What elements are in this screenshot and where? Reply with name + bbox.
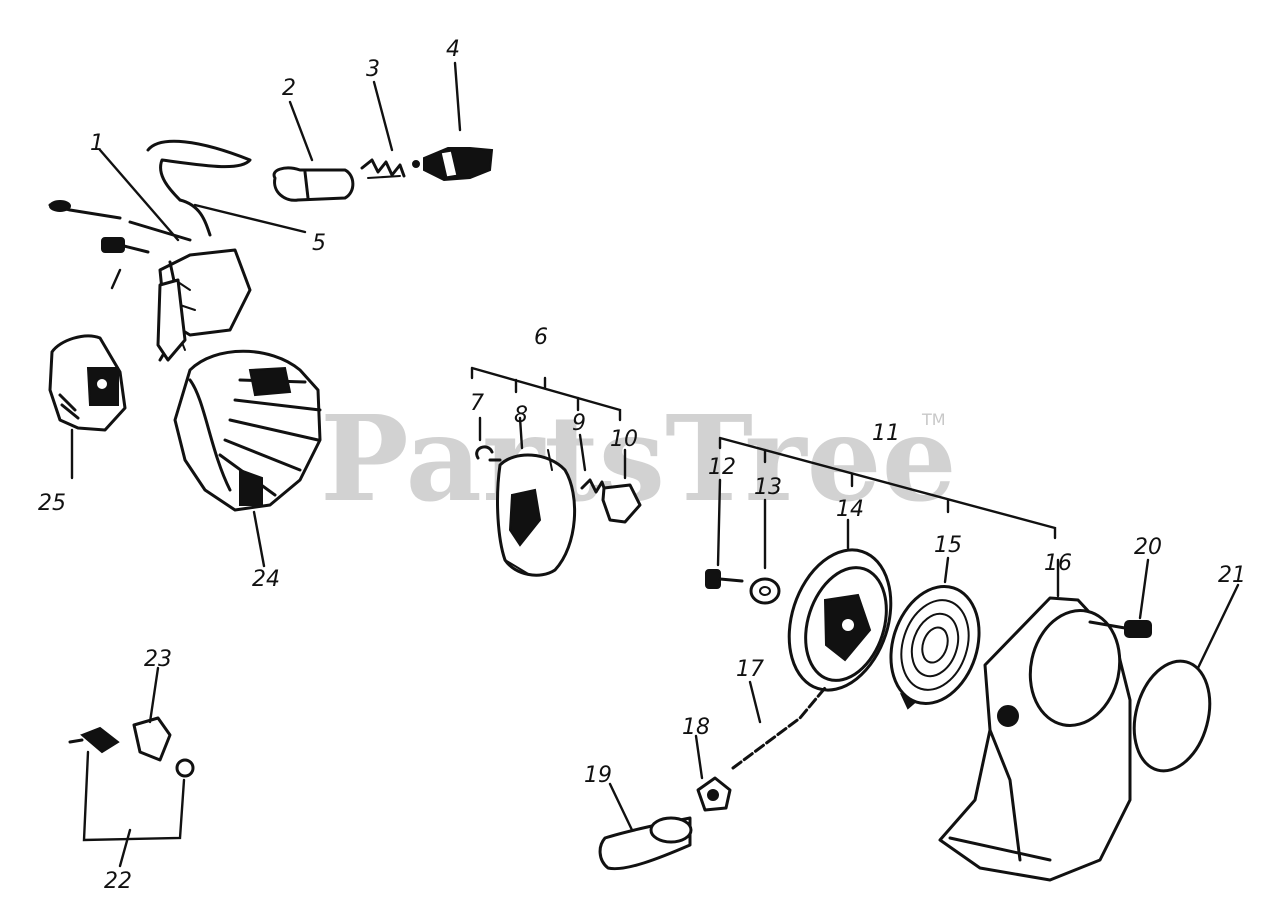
clutch-drum [496, 449, 577, 577]
callout-20: 20 [1134, 535, 1162, 560]
starter-pulley [787, 548, 893, 692]
callout-18: 18 [682, 715, 710, 740]
callout-11: 11 [872, 421, 900, 446]
callout-6: 6 [534, 325, 548, 350]
starter-housing [938, 596, 1132, 882]
callout-25: 25 [38, 491, 66, 516]
callout-4: 4 [446, 37, 460, 62]
callout-21: 21 [1218, 563, 1246, 588]
ignition-coil [48, 139, 252, 362]
callout-22: 22 [104, 869, 132, 894]
callout-24: 24 [252, 567, 280, 592]
terminal-spring [360, 158, 406, 179]
callout-3: 3 [366, 57, 380, 82]
callout-14: 14 [836, 497, 864, 522]
callout-12: 12 [708, 455, 736, 480]
stop-switch [68, 716, 195, 842]
callout-19: 19 [584, 763, 612, 788]
callout-15: 15 [934, 533, 962, 558]
callout-5: 5 [312, 231, 326, 256]
callout-8: 8 [514, 403, 528, 428]
callout-16: 16 [1044, 551, 1072, 576]
callout-13: 13 [754, 475, 782, 500]
callout-9: 9 [572, 411, 586, 436]
callout-23: 23 [144, 647, 172, 672]
callout-2: 2 [282, 76, 296, 101]
recoil-spring [889, 584, 981, 710]
screw [705, 569, 744, 589]
trademark-symbol: TM [921, 410, 946, 429]
callout-1: 1 [90, 131, 104, 156]
module-bracket [48, 334, 127, 432]
flywheel [173, 349, 322, 512]
spark-plug [412, 147, 494, 182]
spark-plug-boot [272, 166, 355, 202]
callout-17: 17 [736, 657, 764, 682]
callout-7: 7 [470, 391, 484, 416]
callout-10: 10 [610, 427, 638, 452]
